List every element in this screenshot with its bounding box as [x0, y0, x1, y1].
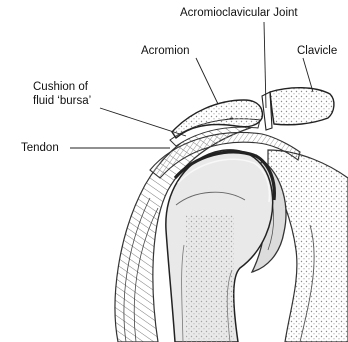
leader-clavicle [303, 58, 313, 92]
label-bursa-line2: fluid ‘bursa’ [33, 94, 91, 108]
label-tendon: Tendon [21, 141, 59, 155]
leader-bursa [100, 108, 186, 136]
label-bursa-line1: Cushion of [33, 80, 88, 94]
label-acromion: Acromion [141, 44, 190, 58]
clavicle-bone [270, 88, 334, 125]
label-acromioclavicular-joint: Acromioclavicular Joint [180, 6, 298, 20]
label-clavicle: Clavicle [297, 44, 337, 58]
leader-acromion [196, 58, 218, 104]
